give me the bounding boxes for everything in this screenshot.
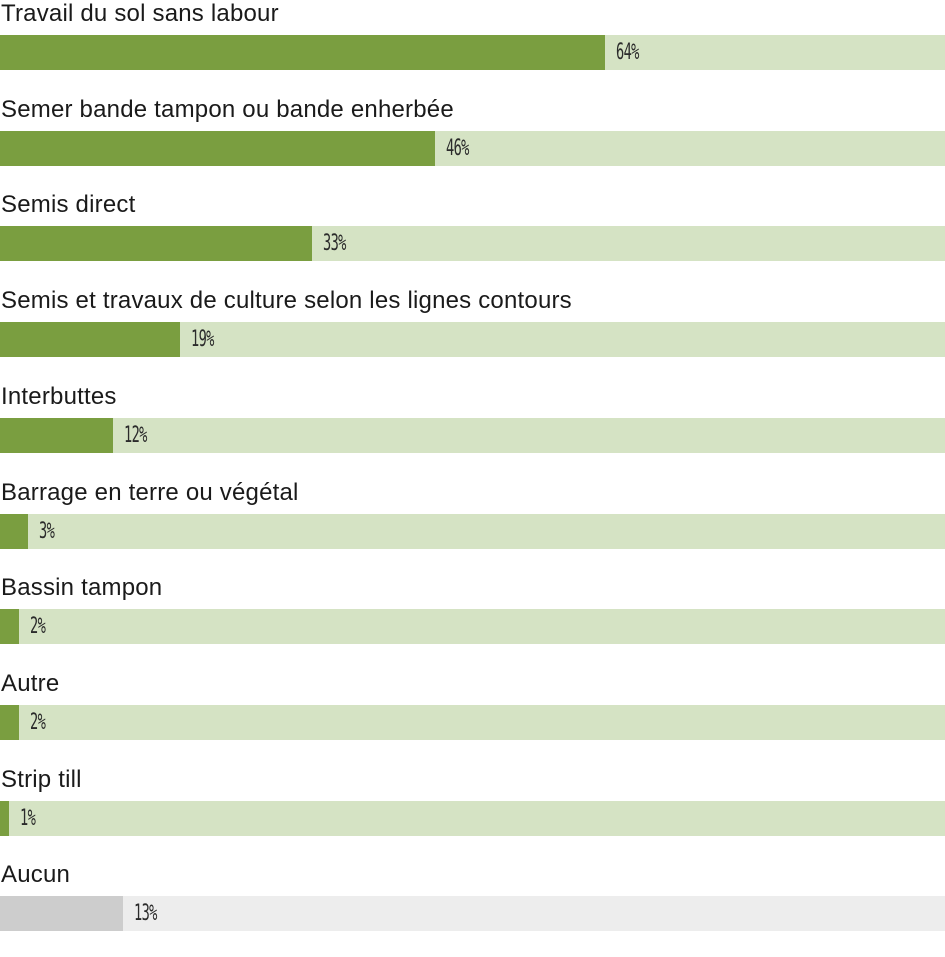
bar-track: 1% [0,800,945,836]
bar-value-label: 2% [29,614,46,640]
bar-category-label: Semis direct [1,191,136,219]
bar-value-label: 1% [20,805,36,831]
bar-row: Semer bande tampon ou bande enherbée 46% [0,96,945,192]
bar-fill [0,130,435,166]
bar-row: Semis direct 33% [0,191,945,287]
bar-fill [0,609,19,645]
bar-track: 64% [0,35,945,70]
bar-track: 13% [0,896,945,932]
bar-track: 3% [0,513,945,549]
bar-value-label: 3% [39,518,55,544]
bar-fill [0,417,114,453]
bar-category-label: Interbuttes [1,382,117,410]
bar-row: Aucun 13% [0,861,945,957]
bar-fill [0,800,10,836]
bar-row: Bassin tampon 2% [0,574,945,670]
bar-track: 2% [0,609,945,645]
bar-value-label: 33% [322,231,346,257]
bar-track: 12% [0,417,945,453]
bar-fill [0,35,605,70]
bar-category-label: Semer bande tampon ou bande enherbée [1,95,454,123]
bar-row: Semis et travaux de culture selon les li… [0,287,945,383]
bar-fill [0,896,123,932]
bar-category-label: Aucun [1,861,71,889]
bar-value-label: 19% [190,327,214,353]
bar-fill [0,322,180,358]
bar-category-label: Travail du sol sans labour [1,0,279,27]
bar-row: Travail du sol sans labour 64% [0,0,945,96]
bar-value-label: 64% [615,40,639,65]
bar-fill [0,513,29,549]
bar-category-label: Strip till [1,765,82,793]
bar-category-label: Autre [1,669,60,697]
bar-category-label: Barrage en terre ou végétal [1,478,299,506]
bar-value-label: 12% [124,422,148,448]
bar-track: 46% [0,130,945,166]
bar-track: 33% [0,226,945,262]
bar-track: 19% [0,322,945,358]
bar-value-label: 2% [29,709,46,735]
bar-row: Strip till 1% [0,766,945,862]
bar-fill [0,226,312,262]
bar-row: Interbuttes 12% [0,383,945,479]
bar-value-label: 46% [445,135,469,161]
bar-track: 2% [0,704,945,740]
bar-row: Autre 2% [0,670,945,766]
bar-row: Barrage en terre ou végétal 3% [0,479,945,575]
horizontal-bar-chart: Travail du sol sans labour 64% Semer bande… [0,0,945,932]
bar-value-label: 13% [133,901,157,927]
bar-category-label: Bassin tampon [1,574,163,602]
bar-category-label: Semis et travaux de culture selon les li… [1,287,572,315]
bar-fill [0,704,19,740]
